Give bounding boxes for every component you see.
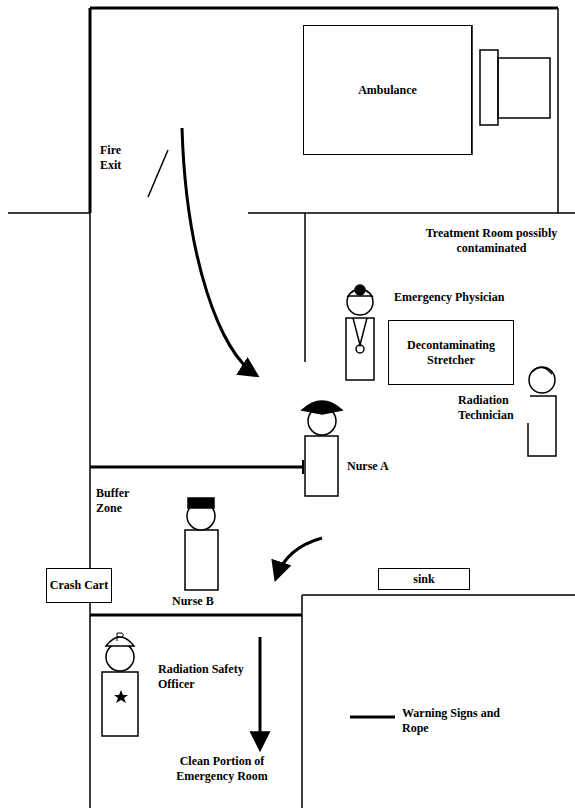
walls bbox=[8, 8, 575, 808]
legend-text: Warning Signs and Rope bbox=[400, 706, 514, 736]
node-label: Ambulance bbox=[358, 83, 417, 97]
ambulance-box: Ambulance bbox=[303, 25, 472, 155]
crash-cart-box: Crash Cart bbox=[46, 568, 112, 603]
zone-label: Buffer Zone bbox=[94, 486, 153, 516]
node-label: sink bbox=[413, 572, 434, 586]
person-label: Nurse A bbox=[345, 459, 391, 474]
legend-line-sample bbox=[350, 716, 395, 719]
stretcher-box: Decontaminating Stretcher bbox=[388, 320, 514, 385]
person-label: Radiation Safety Officer bbox=[156, 662, 258, 692]
person-label: Nurse B bbox=[170, 594, 216, 609]
sink-box: sink bbox=[378, 568, 470, 590]
flow-arrows bbox=[182, 128, 322, 748]
people bbox=[102, 285, 556, 736]
person-label: Emergency Physician bbox=[392, 290, 506, 305]
door-label: Fire Exit bbox=[98, 143, 142, 173]
person-label: Radiation Technician bbox=[456, 393, 530, 423]
room-label: Treatment Room possibly contaminated bbox=[408, 226, 575, 256]
zone-label: Clean Portion of Emergency Room bbox=[150, 754, 294, 784]
ambulance-cab bbox=[472, 25, 550, 155]
node-label: Decontaminating Stretcher bbox=[389, 338, 513, 367]
node-label: Crash Cart bbox=[50, 578, 108, 592]
